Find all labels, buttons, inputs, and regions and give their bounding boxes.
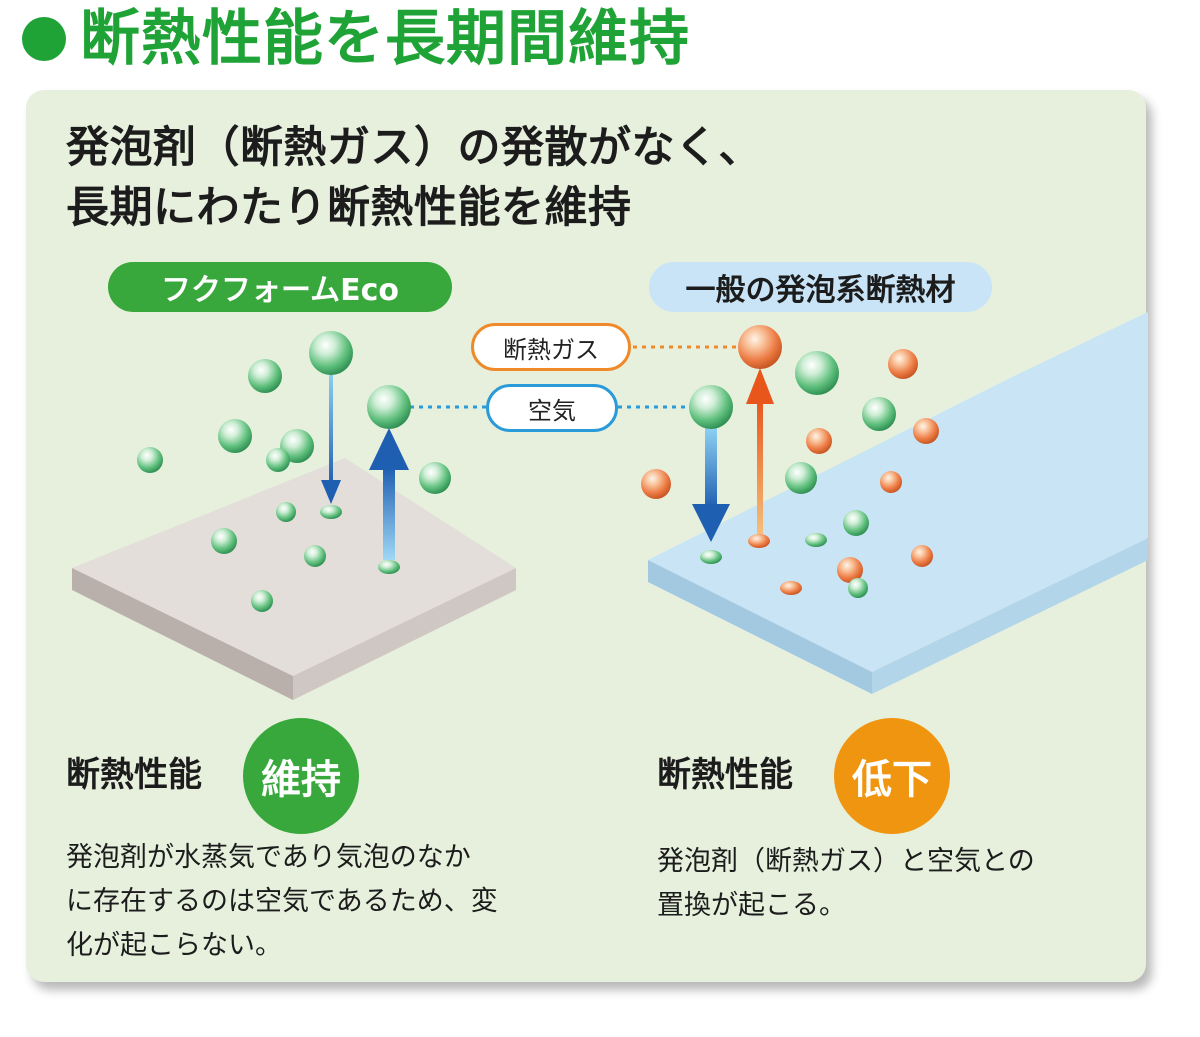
title-bullet-icon: [22, 17, 66, 61]
headline-line-1: 発泡剤（断熱ガス）の発散がなく、: [66, 123, 762, 173]
eco-description: 発泡剤が水蒸気であり気泡のなか に存在するのは空気であるため、変 化が起こらない…: [66, 836, 576, 968]
eco-description-line: 化が起こらない。: [66, 930, 282, 961]
eco-performance-label: 断熱性能: [66, 755, 202, 795]
product-pill-general: 一般の発泡系断熱材: [649, 262, 992, 312]
page-title-text: 断熱性能を長期間維持: [80, 4, 690, 74]
general-performance-label: 断熱性能: [657, 755, 793, 795]
general-description-line: 発泡剤（断熱ガス）と空気との: [657, 846, 1035, 877]
general-description: 発泡剤（断熱ガス）と空気との 置換が起こる。: [657, 840, 1097, 928]
headline: 発泡剤（断熱ガス）の発散がなく、 長期にわたり断熱性能を維持: [66, 118, 826, 238]
headline-line-2: 長期にわたり断熱性能を維持: [66, 183, 632, 233]
legend-gas-label: 断熱ガス: [471, 323, 631, 371]
page-title: 断熱性能を長期間維持: [22, 2, 690, 76]
general-status-badge: 低下: [834, 718, 950, 834]
product-pill-fukufoam: フクフォームEco: [108, 262, 452, 312]
eco-description-line: に存在するのは空気であるため、変: [66, 886, 498, 917]
eco-status-badge: 維持: [243, 718, 359, 834]
general-description-line: 置換が起こる。: [657, 890, 846, 921]
eco-description-line: 発泡剤が水蒸気であり気泡のなか: [66, 842, 471, 873]
legend-air-label: 空気: [486, 384, 618, 432]
